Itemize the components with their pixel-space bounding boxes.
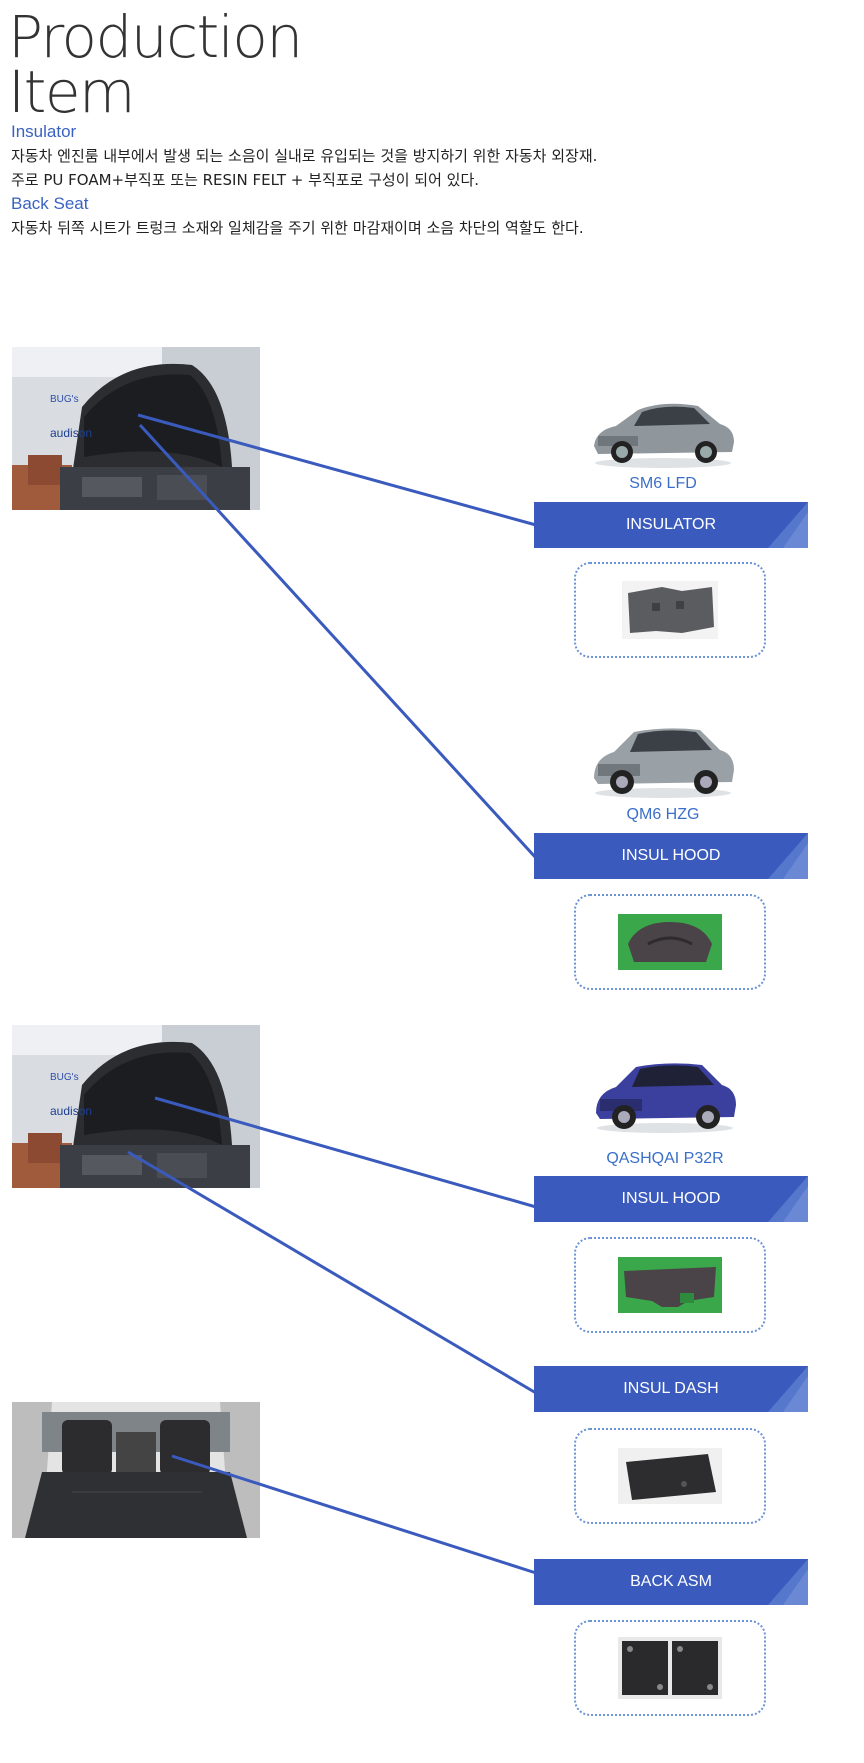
insulator-description: 자동차 엔진룸 내부에서 발생 되는 소음이 실내로 유입되는 것을 방지하기 … xyxy=(11,144,597,192)
brand-text: BUG's xyxy=(50,394,79,405)
page-title-line2: Item xyxy=(8,58,136,126)
model-label-qashqai: QASHQAI P32R xyxy=(606,1150,724,1167)
page-title-line1: Production xyxy=(8,3,303,71)
description-line: 자동차 뒤쪽 시트가 트렁크 소재와 일체감을 주기 위한 마감재이며 소음 차… xyxy=(11,219,584,237)
page-title: Production Item xyxy=(8,3,303,126)
triangle-deco-icon xyxy=(768,833,808,879)
model-label-qm6: QM6 HZG xyxy=(626,806,700,823)
insulator-heading: Insulator xyxy=(11,122,77,141)
brand-text: BUG's xyxy=(50,1072,79,1083)
logo-text: audison xyxy=(50,1104,92,1118)
part-bar-insulator[interactable]: INSULATOR xyxy=(534,502,808,548)
car-sm6-image xyxy=(588,390,738,470)
part-image-box-insul-dash xyxy=(574,1428,766,1524)
part-image-box-insul-hood-2 xyxy=(574,1237,766,1333)
insul-dash-part-icon xyxy=(618,1448,722,1504)
part-bar-insul-hood-2[interactable]: INSUL HOOD xyxy=(534,1176,808,1222)
triangle-deco-icon xyxy=(768,1366,808,1412)
triangle-deco-icon xyxy=(768,502,808,548)
triangle-deco-icon xyxy=(768,1176,808,1222)
insul-hood-part-icon xyxy=(618,1257,722,1313)
part-bar-label: BACK ASM xyxy=(630,1573,712,1590)
part-bar-back-asm[interactable]: BACK ASM xyxy=(534,1559,808,1605)
part-image-box-insulator xyxy=(574,562,766,658)
car-qm6-image xyxy=(588,720,738,800)
engine-bay-photo-2: BUG's audison xyxy=(12,1025,260,1188)
description-line: 주로 PU FOAM+부직포 또는 RESIN FELT + 부직포로 구성이 … xyxy=(11,171,480,189)
trunk-back-seat-photo xyxy=(12,1402,260,1538)
engine-bay-photo-1: BUG's audison xyxy=(12,347,260,510)
triangle-deco-icon xyxy=(768,1559,808,1605)
back-asm-part-icon xyxy=(618,1637,722,1699)
part-bar-label: INSUL HOOD xyxy=(621,1190,721,1207)
part-bar-label: INSUL DASH xyxy=(623,1380,719,1397)
insulator-part-icon xyxy=(622,581,718,639)
part-bar-insul-hood-1[interactable]: INSUL HOOD xyxy=(534,833,808,879)
part-bar-label: INSUL HOOD xyxy=(621,847,721,864)
connector-line xyxy=(127,1150,537,1395)
part-bar-label: INSULATOR xyxy=(625,516,717,533)
car-qashqai-image xyxy=(590,1055,740,1135)
part-image-box-back-asm xyxy=(574,1620,766,1716)
logo-text: audison xyxy=(50,426,92,440)
back-seat-description: 자동차 뒤쪽 시트가 트렁크 소재와 일체감을 주기 위한 마감재이며 소음 차… xyxy=(11,216,584,240)
insul-hood-part-icon xyxy=(618,914,722,970)
back-seat-heading: Back Seat xyxy=(11,194,89,213)
part-bar-insul-dash[interactable]: INSUL DASH xyxy=(534,1366,808,1412)
part-image-box-insul-hood-1 xyxy=(574,894,766,990)
model-label-sm6: SM6 LFD xyxy=(629,475,697,492)
description-line: 자동차 엔진룸 내부에서 발생 되는 소음이 실내로 유입되는 것을 방지하기 … xyxy=(11,147,598,165)
